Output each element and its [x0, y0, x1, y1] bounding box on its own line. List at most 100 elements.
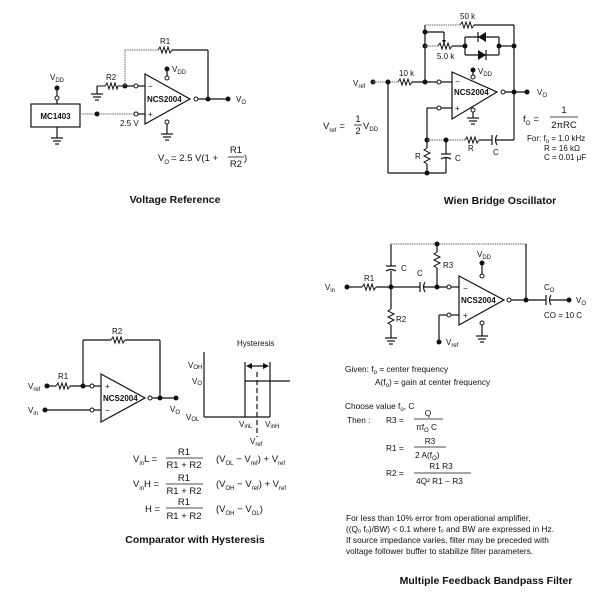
svg-text:Vref: Vref	[353, 79, 366, 90]
design-formulas: Choose value fo, C Then : R3 = Q πfO C R…	[345, 401, 471, 486]
svg-text:+: +	[105, 382, 110, 391]
svg-text:VDD: VDD	[363, 121, 379, 133]
svg-text:VOH: VOH	[188, 361, 202, 371]
svg-text:H =: H =	[145, 504, 161, 515]
svg-text:CO: CO	[544, 283, 555, 294]
svg-text:R1: R1	[230, 145, 242, 156]
ground-icon	[384, 337, 398, 345]
svg-text:R1 R3: R1 R3	[429, 461, 453, 471]
svg-text:R1: R1	[178, 447, 190, 458]
svg-text:(VOL − Vref) + Vref: (VOL − Vref) + Vref	[216, 454, 285, 467]
ground-icon	[475, 335, 489, 343]
svg-text:Vref=: Vref=	[323, 121, 345, 134]
svg-text:fO=: fO=	[523, 114, 539, 127]
svg-text:Then :: Then :	[347, 415, 371, 425]
svg-text:CO = 10 C: CO = 10 C	[544, 311, 582, 320]
svg-text:+: +	[463, 311, 468, 320]
svg-text:+: +	[148, 110, 153, 119]
diode-icon	[478, 50, 486, 60]
vout-terminal	[524, 89, 530, 95]
given-definitions: Given: fo = center frequency A(fo) = gai…	[345, 364, 491, 389]
svg-text:VO: VO	[170, 405, 180, 416]
svg-text:R2 =: R2 =	[386, 468, 404, 478]
svg-text:−: −	[455, 77, 460, 86]
equation-vinh: VinH = R1 R1 + R2 (VOH − Vref) + Vref	[133, 473, 286, 497]
vout-terminal	[173, 395, 179, 401]
resistor-10k	[397, 77, 413, 87]
caption-bandpass-filter: Multiple Feedback Bandpass Filter	[400, 575, 573, 587]
opamp-ncs2004	[100, 372, 147, 424]
opamp-ncs2004	[144, 72, 192, 126]
svg-text:For less than 10% error from o: For less than 10% error from operational…	[346, 513, 530, 523]
svg-text:4Q² R1 − R3: 4Q² R1 − R3	[416, 476, 463, 486]
svg-text:R1: R1	[178, 473, 190, 484]
ground-icon	[90, 93, 104, 101]
wien-bridge-circuit: Vref 10 k NCS2004 − + VDD VO 50 k	[323, 12, 586, 207]
diode-icon	[478, 32, 486, 42]
svg-text:+: +	[455, 104, 460, 113]
svg-text:R1: R1	[178, 497, 190, 508]
svg-text:VO: VO	[192, 377, 202, 387]
voltage-reference-circuit: MC1403 VDD 2.5 V NCS2004 − + R2	[30, 37, 247, 206]
svg-text:R1 + R2: R1 + R2	[166, 460, 201, 471]
svg-text:Hysteresis: Hysteresis	[237, 339, 274, 348]
svg-text:R3 =: R3 =	[386, 415, 404, 425]
svg-text:VO: VO	[576, 296, 586, 307]
resistor-r2	[386, 308, 396, 326]
ground-icon	[160, 133, 174, 141]
svg-text:R1 + R2: R1 + R2	[166, 511, 201, 522]
svg-text:If source impedance varies, fi: If source impedance varies, filter may b…	[346, 535, 549, 545]
resistor-r3	[432, 251, 442, 269]
svg-text:πfO C: πfO C	[416, 422, 437, 434]
svg-text:R2: R2	[230, 159, 242, 170]
svg-text:A(fo) = gain at center frequ: A(fo) = gain at center frequency	[375, 377, 491, 389]
mc1403-ic	[30, 103, 81, 128]
svg-text:VinH =: VinH =	[133, 479, 160, 492]
svg-text:Vin: Vin	[28, 406, 38, 417]
caption-wien-bridge: Wien Bridge Oscillator	[444, 195, 557, 207]
svg-text:VinL =: VinL =	[133, 454, 158, 467]
svg-text:VinH: VinH	[265, 420, 279, 430]
svg-text:VO: VO	[236, 95, 246, 106]
svg-text:R3: R3	[425, 436, 436, 446]
ground-icon	[466, 117, 480, 125]
comparator-circuit: Vref R1 R2 Vin NCS2004 + − VO Hysteresis	[28, 327, 290, 546]
svg-text:50 k: 50 k	[460, 12, 476, 21]
svg-text:R1: R1	[160, 37, 171, 46]
svg-text:−: −	[463, 284, 468, 293]
vdd-label: V	[50, 73, 56, 82]
svg-text:2 A(fO): 2 A(fO)	[415, 450, 440, 462]
resistor-r2	[110, 335, 126, 345]
svg-text:C: C	[455, 154, 461, 163]
svg-text:−: −	[105, 406, 110, 415]
vref-equation: Vref= 1 2 VDD	[323, 114, 379, 137]
svg-text:Vin: Vin	[325, 283, 335, 294]
svg-text:Q: Q	[425, 408, 432, 418]
svg-text:R1 =: R1 =	[386, 443, 404, 453]
vout-terminal	[225, 96, 231, 102]
svg-text:((Qₒ fₒ)/BW) < 0.1 where fₒ an: ((Qₒ fₒ)/BW) < 0.1 where fₒ and BW are e…	[346, 524, 554, 534]
svg-text:NCS2004: NCS2004	[147, 95, 182, 104]
svg-text:R1 + R2: R1 + R2	[166, 486, 201, 497]
hysteresis-graph: Hysteresis VOH VO VOL VinL VinH Vref	[186, 339, 290, 448]
svg-text:R2: R2	[106, 73, 117, 82]
ground-icon	[50, 137, 64, 145]
svg-text:C: C	[493, 148, 499, 157]
svg-text:C = 0.01 μF: C = 0.01 μF	[544, 153, 586, 162]
design-notes: For less than 10% error from operational…	[346, 513, 554, 556]
svg-text:C: C	[401, 264, 407, 273]
svg-text:Vref: Vref	[250, 437, 263, 448]
ic-pin	[54, 95, 60, 101]
vout-terminal	[566, 297, 572, 303]
svg-text:10 k: 10 k	[399, 69, 415, 78]
ref-voltage-label: 2.5 V	[120, 119, 139, 128]
svg-text:R: R	[468, 144, 474, 153]
svg-text:Choose value fo, C: Choose value fo, C	[345, 401, 414, 413]
svg-text:VO: VO	[537, 88, 547, 99]
svg-text:2πRC: 2πRC	[551, 120, 577, 131]
resistor-r-series	[464, 135, 480, 145]
svg-text:VDD: VDD	[478, 67, 493, 78]
caption-comparator: Comparator with Hysteresis	[125, 534, 265, 546]
svg-text:R2: R2	[396, 315, 407, 324]
